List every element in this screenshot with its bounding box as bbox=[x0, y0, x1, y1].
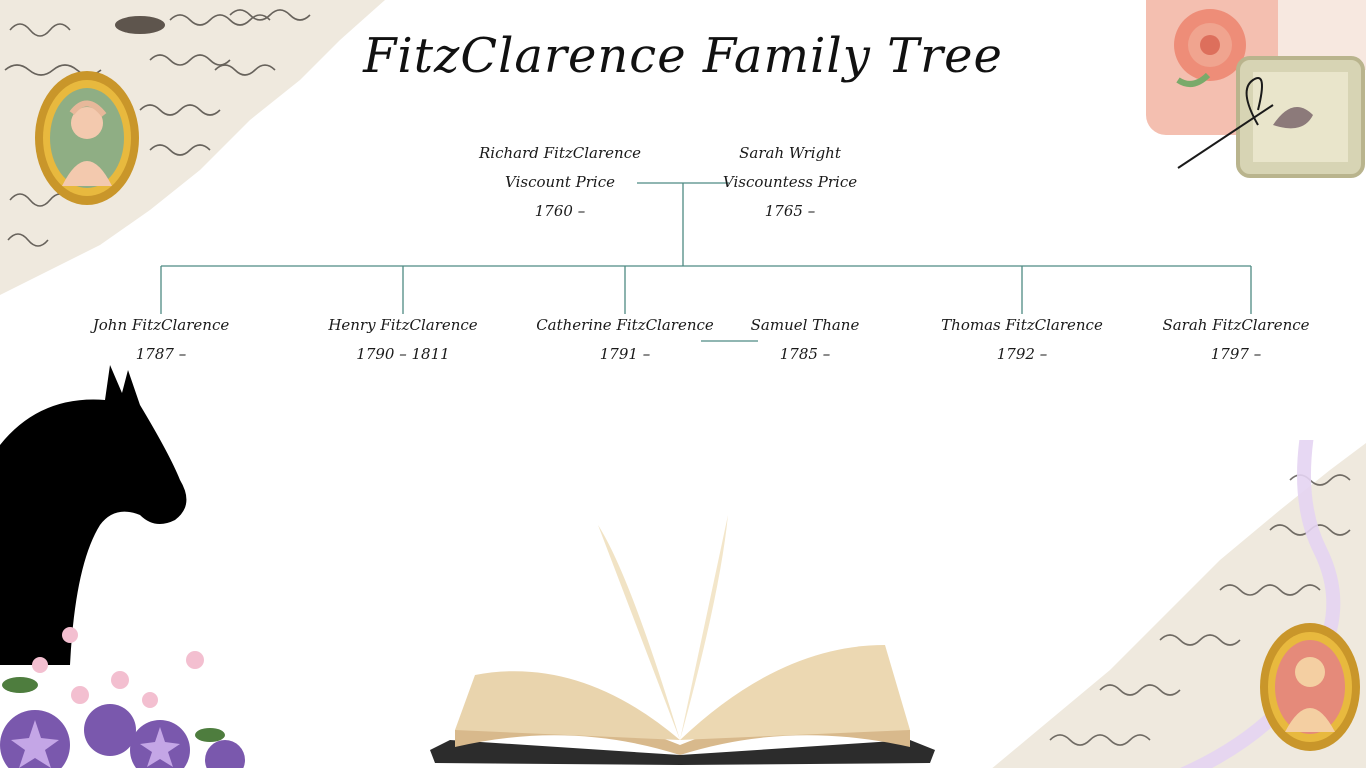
flowers-icon bbox=[0, 627, 245, 768]
person-name: Richard FitzClarence bbox=[479, 144, 641, 162]
person-title: Viscountess Price bbox=[722, 173, 858, 191]
person-name: Samuel Thane bbox=[750, 316, 860, 334]
person-card-henry: Henry FitzClarence 1790 – 1811 bbox=[308, 311, 498, 369]
person-title: Viscount Price bbox=[505, 173, 615, 191]
person-dates: 1791 – bbox=[599, 345, 651, 363]
person-card-richard: Richard FitzClarence Viscount Price 1760… bbox=[470, 139, 650, 226]
person-card-catherine: Catherine FitzClarence 1791 – bbox=[525, 311, 725, 369]
open-book-icon bbox=[430, 515, 935, 765]
person-dates: 1760 – bbox=[534, 202, 586, 220]
person-card-sarah-wright: Sarah Wright Viscountess Price 1765 – bbox=[700, 139, 880, 226]
page-title: FitzClarence Family Tree bbox=[363, 28, 1003, 84]
person-card-thomas: Thomas FitzClarence 1792 – bbox=[927, 311, 1117, 369]
cameo-brooch-icon bbox=[1260, 623, 1360, 751]
person-dates: 1785 – bbox=[779, 345, 831, 363]
needlepoint-pillows-icon bbox=[1146, 0, 1366, 178]
cameo-brooch-icon bbox=[35, 71, 139, 205]
person-name: Sarah Wright bbox=[739, 144, 841, 162]
person-dates: 1792 – bbox=[996, 345, 1048, 363]
person-name: Sarah FitzClarence bbox=[1162, 316, 1310, 334]
person-name: John FitzClarence bbox=[92, 316, 230, 334]
person-card-samuel-thane: Samuel Thane 1785 – bbox=[735, 311, 875, 369]
person-dates: 1790 – 1811 bbox=[356, 345, 450, 363]
person-dates: 1765 – bbox=[764, 202, 816, 220]
person-name: Catherine FitzClarence bbox=[536, 316, 714, 334]
horse-silhouette-icon bbox=[0, 365, 187, 665]
person-card-sarah: Sarah FitzClarence 1797 – bbox=[1146, 311, 1326, 369]
person-dates: 1797 – bbox=[1210, 345, 1262, 363]
person-name: Henry FitzClarence bbox=[328, 316, 478, 334]
person-dates: 1787 – bbox=[135, 345, 187, 363]
person-name: Thomas FitzClarence bbox=[941, 316, 1103, 334]
person-card-john: John FitzClarence 1787 – bbox=[66, 311, 256, 369]
